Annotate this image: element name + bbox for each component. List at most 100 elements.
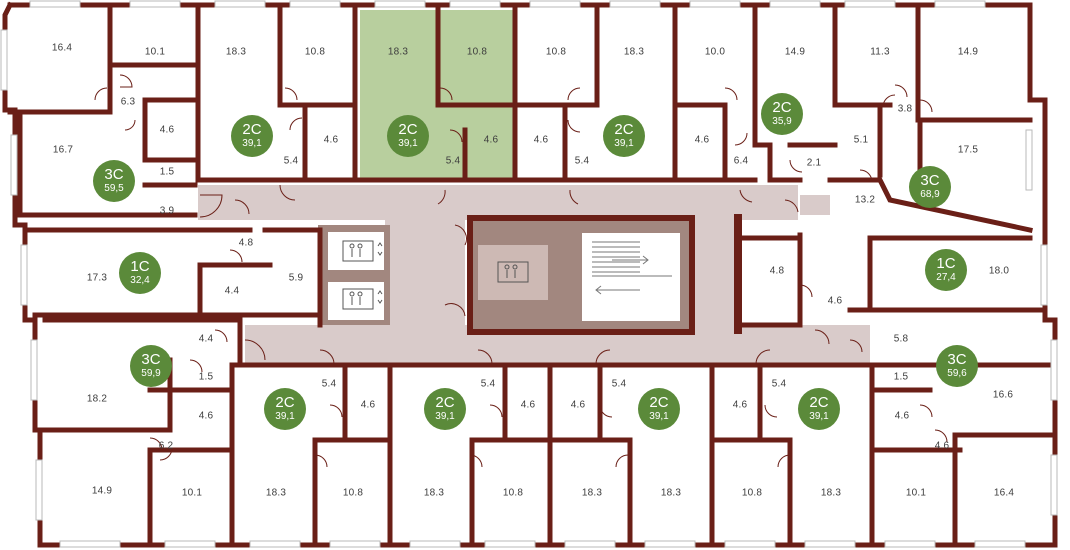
elevator-icon-1 [342,240,383,262]
room-area: 18.3 [387,46,409,58]
room-area: 18.0 [988,265,1010,277]
room-area: 4.4 [198,333,214,345]
room-area: 18.3 [581,487,603,499]
room-area: 14.9 [91,485,113,497]
apartment-area: 39,1 [809,411,829,422]
apartment-area: 27,4 [936,272,956,283]
room-area: 4.6 [323,134,339,146]
room-area: 14.9 [784,46,806,58]
room-area: 4.6 [827,295,843,307]
apartment-type: 3С [104,166,124,183]
room-area: 18.3 [423,487,445,499]
room-area: 4.6 [159,124,175,136]
apartment-type: 2С [649,394,669,411]
room-area: 10.8 [502,487,524,499]
room-area: 6.3 [120,96,136,108]
elevator-icon-2 [342,288,383,310]
room-area: 16.4 [51,42,73,54]
apartment-area: 39,1 [275,411,295,422]
room-area: 4.8 [238,237,254,249]
apartment-type: 1С [936,255,956,272]
room-area: 4.6 [732,399,748,411]
apartment-type: 2С [614,121,634,138]
room-area: 5.4 [480,378,496,390]
room-area: 10.1 [144,46,166,58]
apartment-type: 3С [920,172,940,189]
corridor-right [690,220,740,325]
apartment-area: 39,1 [649,411,669,422]
room-area: 4.4 [224,285,240,297]
room-area: 5.8 [893,333,909,345]
room-area: 2.1 [806,157,822,169]
elevator-shaft-1 [328,232,384,270]
apartment-type: 2С [772,99,792,116]
room-area: 17.5 [957,144,979,156]
room-area: 14.9 [957,46,979,58]
elevator-shaft-2 [328,282,384,320]
room-area: 10.8 [342,487,364,499]
apartment-area: 32,4 [130,275,150,286]
stair-inner [582,233,680,321]
room-area: 5.4 [321,378,337,390]
room-area: 4.6 [694,134,710,146]
room-area: 16.7 [52,144,74,156]
room-area: 4.6 [894,410,910,422]
elevator-icon-3 [497,261,529,283]
room-area: 5.4 [574,155,590,167]
apartment-area: 59,9 [141,368,161,379]
stair-steps [592,241,672,295]
apartment-type: 2С [398,121,418,138]
room-area: 10.8 [304,46,326,58]
room-area: 10.8 [466,46,488,58]
room-area: 18.3 [265,487,287,499]
room-area: 18.3 [820,487,842,499]
apartment-area: 68,9 [920,189,940,200]
door-swings [94,74,948,468]
apartment-type: 3С [947,351,967,368]
room-area: 17.3 [86,272,108,284]
room-area: 4.6 [520,399,536,411]
room-area: 4.6 [198,410,214,422]
room-area: 11.3 [870,46,890,58]
corridor-east-low [805,325,870,345]
apartment-type: 1С [130,258,150,275]
room-area: 16.4 [993,487,1015,499]
apartment-type: 3С [141,351,161,368]
room-area: 6.4 [733,155,749,167]
room-area: 4.6 [570,399,586,411]
room-area: 3.8 [897,103,913,115]
room-area: 5.9 [288,272,304,284]
room-area: 4.6 [483,134,499,146]
apartment-type: 2С [242,121,262,138]
elevator-lobby [478,245,548,300]
corridor-east [800,195,830,215]
room-area: 18.3 [225,46,247,58]
room-area: 10.8 [545,46,567,58]
room-area: 5.4 [771,378,787,390]
room-area: 18.2 [86,393,108,405]
room-area: 4.6 [934,440,950,452]
room-area: 4.8 [769,265,785,277]
room-area: 18.3 [623,46,645,58]
apartment-type: 2С [435,394,455,411]
apartment-area: 39,1 [435,411,455,422]
corridor-top [198,185,798,220]
room-area: 5.4 [611,378,627,390]
